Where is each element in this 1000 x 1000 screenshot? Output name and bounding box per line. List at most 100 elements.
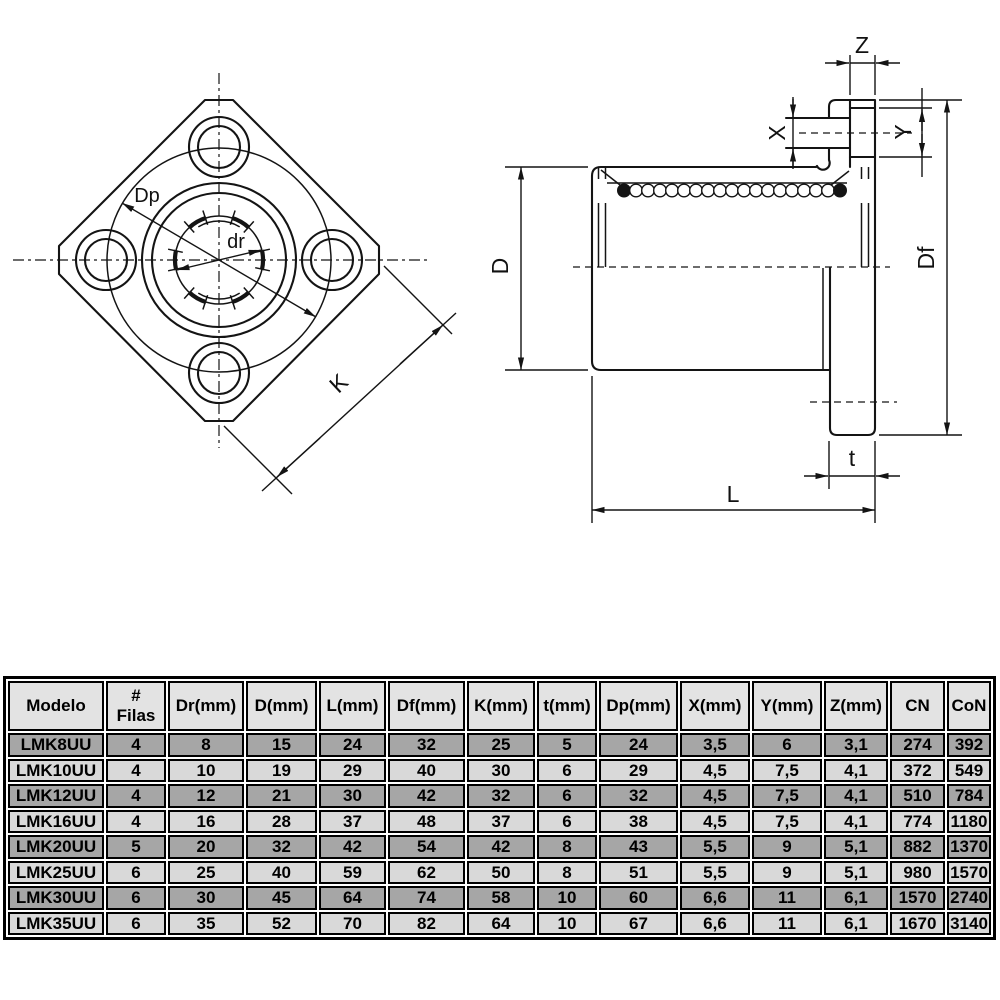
value-cell: 59 (319, 860, 386, 885)
column-header: D(mm) (246, 681, 317, 731)
label-d: D (487, 258, 513, 275)
value-cell: 4,1 (824, 758, 888, 783)
value-cell: 372 (890, 758, 945, 783)
column-header: #Filas (106, 681, 166, 731)
value-cell: 19 (246, 758, 317, 783)
front-view: Dp dr K (13, 73, 457, 495)
value-cell: 1570 (890, 886, 945, 910)
column-header: CoN (947, 681, 991, 731)
value-cell: 11 (752, 911, 822, 936)
label-dr: dr (227, 231, 245, 253)
value-cell: 6,1 (824, 911, 888, 936)
label-x: X (764, 125, 790, 140)
value-cell: 882 (890, 835, 945, 859)
value-cell: 29 (599, 758, 678, 783)
value-cell: 6,1 (824, 886, 888, 910)
value-cell: 42 (319, 835, 386, 859)
value-cell: 1570 (947, 860, 991, 885)
value-cell: 38 (599, 809, 678, 834)
value-cell: 3140 (947, 911, 991, 936)
value-cell: 8 (537, 860, 597, 885)
dimension-y: Y (879, 88, 932, 177)
value-cell: 25 (168, 860, 244, 885)
technical-drawing: Dp dr K (13, 32, 962, 523)
column-header: Modelo (8, 681, 104, 731)
square-flange-outline (57, 98, 381, 423)
ball-row (600, 169, 850, 198)
side-view: D Df X Y (487, 32, 962, 523)
value-cell: 21 (246, 784, 317, 808)
value-cell: 4,5 (680, 809, 750, 834)
value-cell: 3,5 (680, 733, 750, 757)
value-cell: 3,1 (824, 733, 888, 757)
label-t: t (849, 445, 856, 471)
value-cell: 51 (599, 860, 678, 885)
dimension-df: Df (879, 99, 962, 436)
ball (617, 183, 632, 198)
value-cell: 24 (319, 733, 386, 757)
ball (833, 183, 848, 198)
dimension-z: Z (825, 32, 900, 95)
value-cell: 784 (947, 784, 991, 808)
value-cell: 74 (388, 886, 465, 910)
body-outline (590, 165, 832, 372)
dimension-x: X (764, 97, 797, 169)
value-cell: 6 (537, 758, 597, 783)
value-cell: 980 (890, 860, 945, 885)
value-cell: 4,5 (680, 784, 750, 808)
value-cell: 392 (947, 733, 991, 757)
flange-outline (827, 98, 877, 437)
value-cell: 4 (106, 809, 166, 834)
value-cell: 6 (537, 784, 597, 808)
value-cell: 2740 (947, 886, 991, 910)
value-cell: 10 (537, 886, 597, 910)
column-header: CN (890, 681, 945, 731)
value-cell: 6,6 (680, 911, 750, 936)
model-cell: LMK25UU (8, 860, 104, 885)
value-cell: 32 (246, 835, 317, 859)
value-cell: 12 (168, 784, 244, 808)
bolt-circle (106, 147, 332, 373)
column-header: Y(mm) (752, 681, 822, 731)
value-cell: 5 (537, 733, 597, 757)
value-cell: 42 (388, 784, 465, 808)
value-cell: 7,5 (752, 809, 822, 834)
flange-hook (814, 146, 831, 171)
model-cell: LMK20UU (8, 835, 104, 859)
value-cell: 70 (319, 911, 386, 936)
value-cell: 16 (168, 809, 244, 834)
value-cell: 43 (599, 835, 678, 859)
value-cell: 4,5 (680, 758, 750, 783)
value-cell: 37 (467, 809, 535, 834)
label-k: K (324, 368, 353, 398)
value-cell: 10 (168, 758, 244, 783)
value-cell: 1670 (890, 911, 945, 936)
dimension-k: K (223, 265, 457, 495)
value-cell: 549 (947, 758, 991, 783)
value-cell: 40 (246, 860, 317, 885)
value-cell: 32 (467, 784, 535, 808)
model-cell: LMK35UU (8, 911, 104, 936)
label-l: L (727, 481, 740, 507)
value-cell: 40 (388, 758, 465, 783)
value-cell: 30 (168, 886, 244, 910)
value-cell: 6 (752, 733, 822, 757)
value-cell: 5,5 (680, 835, 750, 859)
model-cell: LMK8UU (8, 733, 104, 757)
value-cell: 67 (599, 911, 678, 936)
value-cell: 8 (537, 835, 597, 859)
value-cell: 60 (599, 886, 678, 910)
column-header: K(mm) (467, 681, 535, 731)
value-cell: 42 (467, 835, 535, 859)
